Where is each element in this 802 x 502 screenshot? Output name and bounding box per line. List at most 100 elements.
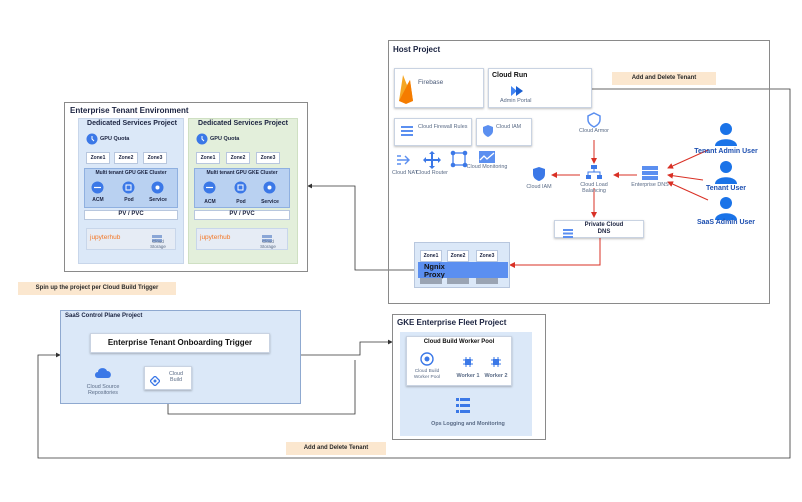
add-delete-tenant-label-top: Add and Delete Tenant xyxy=(612,72,716,85)
router-label: Cloud Router xyxy=(416,170,448,176)
gpu-quota-icon xyxy=(86,132,98,145)
storage-icon xyxy=(262,230,272,242)
load-balancing-icon xyxy=(586,164,602,180)
worker-pool-label: Cloud Build Worker Pool xyxy=(413,369,441,380)
firebase-icon xyxy=(397,71,415,105)
dedicated-project-2-title: Dedicated Services Project xyxy=(198,120,288,127)
tenant-user-label: Tenant User xyxy=(706,185,746,192)
dedicated-project-1-title: Dedicated Services Project xyxy=(87,120,177,127)
p2-service-label: Service xyxy=(261,199,279,205)
monitoring-icon xyxy=(478,150,496,164)
p2-pod-label: Pod xyxy=(236,199,246,205)
tenant-admin-user-label: Tenant Admin User xyxy=(694,148,758,155)
cloud-build-card[interactable] xyxy=(144,366,192,390)
add-delete-tenant-label-bottom: Add and Delete Tenant xyxy=(286,442,386,455)
private-dns-card[interactable] xyxy=(554,220,644,238)
p2-zone-3: Zone3 xyxy=(256,152,280,164)
build-icon xyxy=(149,373,161,387)
host-zone-2: Zone2 xyxy=(447,250,469,262)
p2-storage-label: Cloud Storage xyxy=(260,239,276,249)
p2-pv xyxy=(194,210,290,220)
network-icon xyxy=(450,150,468,168)
gpu-quota-icon xyxy=(196,132,208,145)
saas-title: SaaS Control Plane Project xyxy=(65,313,143,319)
service-icon xyxy=(263,181,276,194)
host-zone-3: Zone3 xyxy=(476,250,498,262)
worker-pool-card[interactable] xyxy=(406,336,512,386)
armor-label: Cloud Armor xyxy=(579,128,609,134)
add-delete-tenant-connector xyxy=(37,88,791,459)
p1-zone-3: Zone3 xyxy=(143,152,167,164)
firebase-label: Firebase xyxy=(418,79,444,86)
dns-icon xyxy=(563,225,573,238)
router-icon xyxy=(422,150,442,170)
spin-up-label: Spin up the project per Cloud Build Trig… xyxy=(18,282,176,295)
p2-cluster-label: Multi tenant GPU GKE Cluster xyxy=(206,170,278,176)
private-dns-label: Private Cloud DNS xyxy=(584,222,624,235)
saas-admin-user-label: SaaS Admin User xyxy=(696,219,756,226)
worker-pool-title: Cloud Build Worker Pool xyxy=(423,339,495,345)
p1-storage-label: Cloud Storage xyxy=(150,239,166,249)
gpu-quota-label-1: GPU Quota xyxy=(100,136,130,142)
worker-2-label: Worker 2 xyxy=(484,373,508,379)
cloud-build-label: Cloud Build xyxy=(168,371,184,383)
tenant-user-icon xyxy=(714,160,738,184)
host-project-title: Host Project xyxy=(393,45,441,54)
onboarding-trigger-label: Enterprise Tenant Onboarding Trigger xyxy=(107,338,253,347)
nat-label: Cloud NAT xyxy=(392,170,418,176)
p1-zone-2: Zone2 xyxy=(114,152,138,164)
tenant-admin-user-icon xyxy=(714,122,738,146)
ngnix-proxy-label: Ngnix Proxy xyxy=(424,262,445,279)
ops-icon xyxy=(456,398,470,414)
firewall-label: Cloud Firewall Rules xyxy=(418,124,468,130)
p1-pod-label: Pod xyxy=(124,197,134,203)
pod-icon xyxy=(234,181,247,194)
onboarding-trigger[interactable] xyxy=(90,333,270,353)
source-repos-icon xyxy=(94,366,112,380)
iam-label: Cloud IAM xyxy=(526,184,552,190)
gpu-quota-label-2: GPU Quota xyxy=(210,136,240,142)
p1-service-label: Service xyxy=(149,197,167,203)
pod-icon xyxy=(122,181,135,194)
storage-icon xyxy=(152,230,162,242)
ops-label: Ops Logging and Monitoring xyxy=(431,421,505,427)
cloud-run-icon xyxy=(510,84,524,96)
p2-zone-2: Zone2 xyxy=(226,152,250,164)
cloud-run-card[interactable] xyxy=(488,68,592,108)
chip-icon xyxy=(490,355,502,367)
gke-fleet-title: GKE Enterprise Fleet Project xyxy=(397,318,507,327)
monitoring-label: Cloud Monitoring xyxy=(466,164,508,170)
worker-1-label: Worker 1 xyxy=(456,373,480,379)
acm-icon xyxy=(91,181,104,194)
service-icon xyxy=(151,181,164,194)
iam-top-label: Cloud IAM xyxy=(496,124,522,130)
spin-up-connector xyxy=(307,183,418,271)
admin-portal-label: Admin Portal xyxy=(500,98,532,104)
enterprise-dns-label: Enterprise DNS xyxy=(631,182,669,188)
nat-icon xyxy=(396,152,412,168)
p1-pv xyxy=(84,210,178,220)
host-zone-1: Zone1 xyxy=(420,250,442,262)
p1-zone-1: Zone1 xyxy=(86,152,110,164)
node-block-3 xyxy=(476,278,498,284)
load-balancing-label: Cloud Load Balancing xyxy=(580,182,608,194)
worker-pool-icon xyxy=(420,352,434,366)
p2-jupyter-label: jupyterhub xyxy=(200,234,231,241)
enterprise-env-title: Enterprise Tenant Environment xyxy=(70,106,189,115)
p1-pv-label: PV / PVC xyxy=(118,211,144,217)
enterprise-dns-icon xyxy=(642,166,658,180)
saas-admin-user-icon xyxy=(714,196,738,220)
host-project xyxy=(388,40,770,304)
p2-pv-label: PV / PVC xyxy=(229,211,255,217)
p1-acm-label: ACM xyxy=(92,197,104,203)
ngnix-bar xyxy=(418,262,508,278)
p1-jupyter-card[interactable] xyxy=(86,228,176,250)
node-block-2 xyxy=(447,278,469,284)
iam-top-card[interactable] xyxy=(476,118,532,146)
shield-icon xyxy=(482,124,494,138)
iam-icon xyxy=(532,166,546,182)
p1-cluster-label: Multi tenant GPU GKE Cluster xyxy=(95,170,167,176)
firewall-icon xyxy=(400,124,414,138)
p2-jupyter-card[interactable] xyxy=(196,228,288,250)
armor-icon xyxy=(586,112,602,128)
